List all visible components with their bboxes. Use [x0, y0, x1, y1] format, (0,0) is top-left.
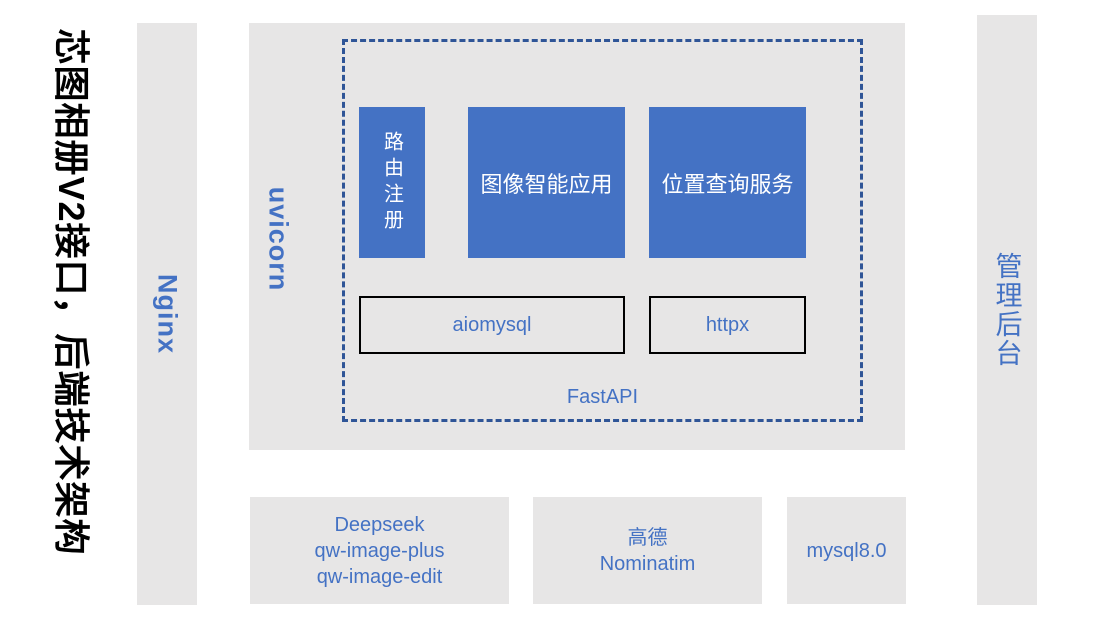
service-gaode-nominatim: 高德 Nominatim: [533, 497, 762, 604]
service-line: Nominatim: [599, 552, 696, 575]
module-location-service: 位置查询服务: [649, 107, 806, 258]
fastapi-label: FastAPI: [566, 386, 639, 408]
service-line: qw-image-plus: [314, 539, 445, 562]
module-route-registration: 路由注册: [359, 107, 425, 258]
nginx-label: Nginx: [152, 273, 183, 355]
admin-label: 管理后台: [991, 252, 1022, 368]
module-route-registration-label: 路由注册: [380, 130, 403, 235]
service-line: 高德: [627, 526, 668, 549]
fastapi-container: 路由注册 图像智能应用 位置查询服务 aiomysql httpx FastAP…: [342, 39, 863, 422]
service-mysql: mysql8.0: [787, 497, 906, 604]
uvicorn-label: uvicorn: [263, 186, 294, 292]
service-line: qw-image-edit: [316, 565, 443, 588]
service-line: mysql8.0: [806, 539, 887, 562]
lib-httpx: httpx: [649, 296, 806, 354]
service-deepseek-qwimage: Deepseek qw-image-plus qw-image-edit: [250, 497, 509, 604]
nginx-bar: Nginx: [137, 23, 197, 605]
service-line: Deepseek: [334, 513, 425, 536]
lib-aiomysql: aiomysql: [359, 296, 625, 354]
admin-bar: 管理后台: [977, 15, 1037, 605]
page-title: 芯图相册V2接口，后端技术架构: [51, 28, 92, 556]
module-image-ai: 图像智能应用: [468, 107, 625, 258]
